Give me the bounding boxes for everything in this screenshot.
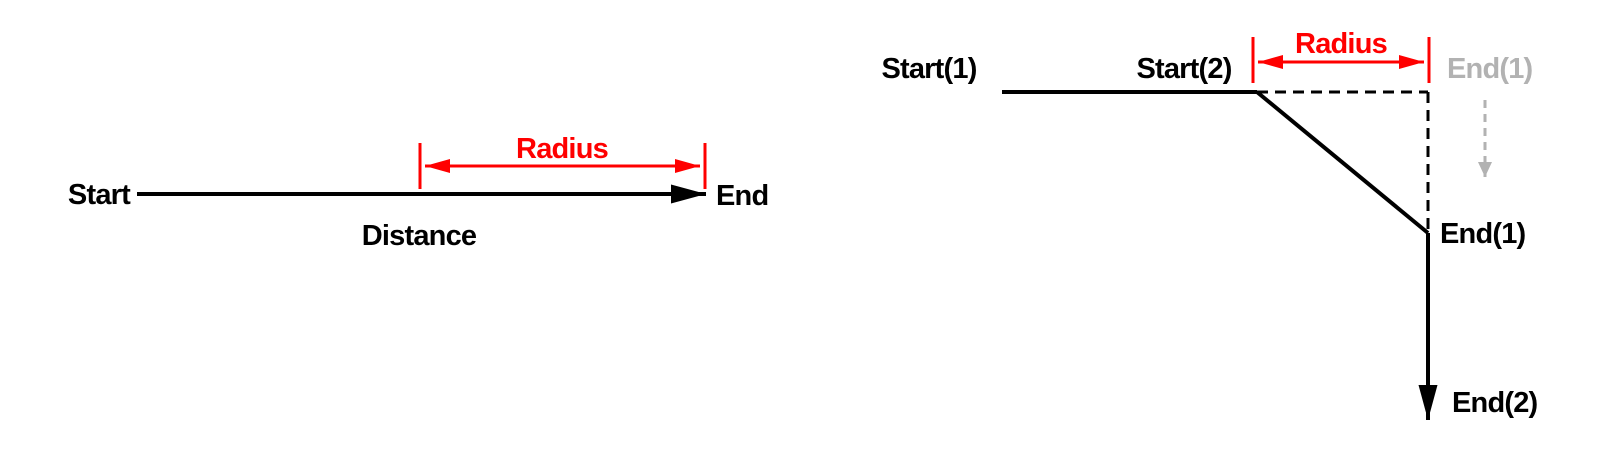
left-end-label: End bbox=[716, 180, 768, 212]
right-end1-label: End(1) bbox=[1440, 218, 1526, 250]
left-distance-diagram: Start End Radius Distance bbox=[68, 133, 769, 252]
right-corner-diagram: Start(1) Start(2) Radius End(1) End(1) E… bbox=[881, 28, 1538, 420]
left-start-label: Start bbox=[68, 179, 131, 211]
right-diagonal-line bbox=[1255, 90, 1430, 235]
right-radius-label: Radius bbox=[1295, 28, 1387, 60]
left-distance-label: Distance bbox=[362, 220, 477, 252]
right-end2-label: End(2) bbox=[1452, 387, 1538, 419]
right-start1-label: Start(1) bbox=[881, 53, 976, 85]
right-start2-label: Start(2) bbox=[1136, 53, 1231, 85]
right-end1-ghost-label: End(1) bbox=[1447, 53, 1533, 85]
left-radius-label: Radius bbox=[516, 133, 608, 165]
